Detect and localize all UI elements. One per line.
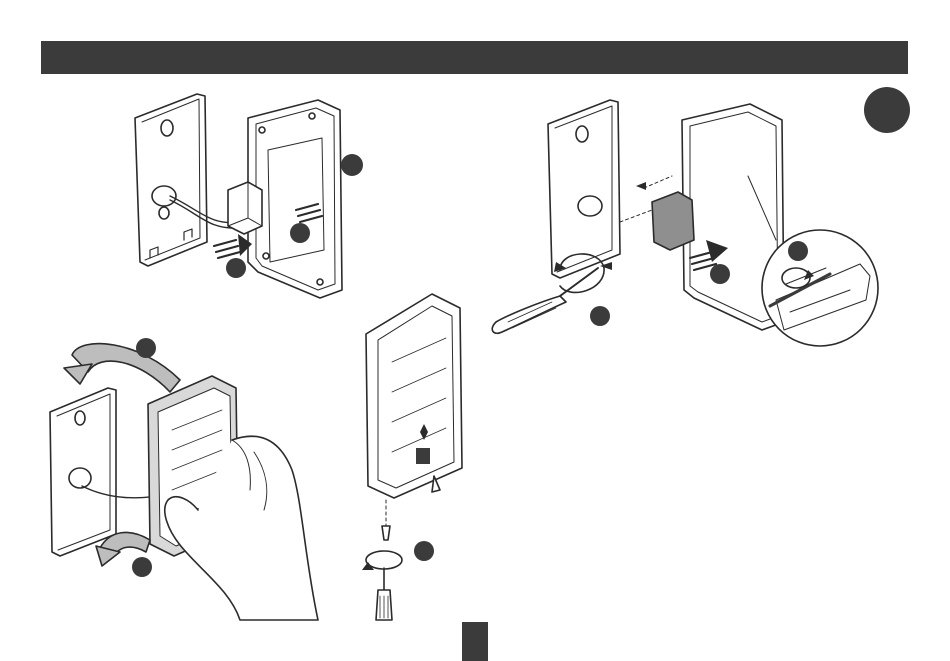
figure-terminal-wiring <box>492 100 878 346</box>
back-plate <box>135 94 207 266</box>
figure-mount-plate-and-housing <box>135 94 363 298</box>
magnifier-circle <box>762 230 878 346</box>
figure-screw-fixing <box>362 294 462 620</box>
figure-housing-attach <box>50 338 318 620</box>
